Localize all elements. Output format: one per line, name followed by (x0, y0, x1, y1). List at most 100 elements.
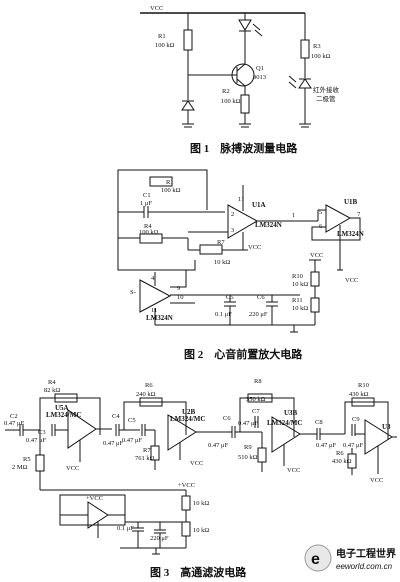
fig2-r1-label: R1 (166, 179, 174, 186)
fig3-u5a-vcc: VCC (66, 465, 79, 472)
fig3-c7-value: 0.47 μF (238, 420, 258, 427)
fig1-r1-label: R1 (158, 33, 166, 40)
fig3-bias-vcc: +VCC (178, 482, 195, 489)
fig2-pin: 3 (231, 227, 234, 234)
fig2-c5-value: 0.1 μF (215, 311, 232, 318)
fig3-u5a-opamp (67, 409, 97, 449)
fig3-r9-label: R9 (244, 444, 252, 451)
fig3-r6-value: 240 kΩ (136, 391, 156, 398)
fig3-r11-label: R6 (336, 450, 344, 457)
fig1-r2-resistor (240, 94, 250, 114)
fig2-u1a-chip: LM324N (255, 221, 282, 229)
fig3-r10-value: 430 kΩ (349, 391, 369, 398)
fig3-r4-label: R4 (48, 379, 56, 386)
fig3-r7-label: R7 (143, 447, 151, 454)
fig3-caption: 图 3 高通滤波电路 (150, 565, 247, 579)
fig2-pin: 7 (357, 211, 361, 218)
fig3-r5-value: 2 MΩ (12, 464, 28, 471)
fig3-c9-value: 0.47 μF (343, 442, 363, 449)
fig1-vcc-label: VCC (150, 5, 163, 12)
fig3-u5a-label: U5A (55, 404, 69, 412)
fig2-u1a-label: U1A (252, 201, 266, 209)
fig3-u3-vcc: VCC (370, 477, 383, 484)
fig2-r7-value: 10 kΩ (214, 259, 230, 266)
fig3-c6-label: C6 (223, 415, 231, 422)
fig2-u1b-label: U1B (344, 198, 358, 206)
fig2-r1-resistor (149, 176, 173, 187)
figure3-highpass-circuit: C2 0.47 μF R4 82 kΩ C3 0.47 μF U5A LM324… (4, 378, 397, 555)
fig3-c4-label: C4 (112, 413, 120, 420)
fig2-pin: 5 (319, 209, 322, 216)
fig3-r8-value: 350 kΩ (246, 396, 266, 403)
fig3-u2b-label: U3B (284, 409, 298, 417)
fig1-diode (181, 100, 195, 111)
fig2-r7-resistor (199, 244, 223, 255)
fig3-c3-label: C3 (38, 429, 46, 436)
fig2-pin: 4 (151, 275, 155, 282)
fig3-r8-label: R8 (254, 378, 262, 385)
fig2-r11-resistor (310, 297, 320, 313)
fig2-pin: 1 (292, 212, 295, 219)
fig3-r6-label: R6 (145, 382, 153, 389)
fig2-r11-value: 10 kΩ (292, 305, 308, 312)
fig3-c5-value: 0.47 μF (122, 437, 142, 444)
fig1-r3-label: R3 (313, 43, 321, 50)
fig3-r4-resistor (54, 393, 78, 403)
fig2-r10-resistor (310, 271, 320, 287)
fig1-ir-diode (298, 78, 312, 89)
fig3-r5-label: R5 (23, 456, 31, 463)
fig3-c8-label: C8 (315, 419, 323, 426)
fig3-r6-resistor (139, 397, 163, 407)
fig2-divider-vcc: VCC (310, 252, 323, 259)
fig2-u1b-vcc: VCC (345, 277, 358, 284)
fig2-pin: 11 (238, 196, 244, 203)
fig3-c2-value: 0.47 μF (4, 420, 24, 427)
fig3-c2-label: C2 (10, 413, 18, 420)
fig3-c8-value: 0.47 μF (316, 442, 336, 449)
fig3-bias-r1-resistor (181, 495, 191, 511)
eeworld-watermark-logo: e 电子工程世界 eeworld.com.cn (304, 544, 397, 572)
fig2-pin: 9 (177, 285, 180, 292)
fig1-r1-value: 100 kΩ (155, 42, 175, 49)
fig2-s-minus-label: S- (130, 289, 136, 296)
fig1-r2-value: 100 kΩ (221, 98, 241, 105)
fig3-u2a-label: U2B (182, 408, 196, 416)
fig3-r7-value: 761 kΩ (135, 455, 155, 462)
fig3-bias-r2-value: 10 kΩ (193, 527, 209, 534)
fig3-u2b-vcc: VCC (287, 467, 300, 474)
fig2-r1-value: 100 kΩ (161, 187, 181, 194)
fig3-r10-resistor (351, 397, 375, 407)
fig3-c7-label: C7 (252, 408, 260, 415)
fig2-caption: 图 2 心音前置放大电路 (184, 347, 303, 361)
watermark-url: eeworld.com.cn (336, 562, 393, 571)
fig3-c3-value: 0.47 μF (26, 437, 46, 444)
fig3-u2b-opamp (271, 416, 301, 453)
fig1-q1-label: Q1 (256, 65, 264, 72)
figure2-preamp-circuit: R1 100 kΩ C1 1 μF R4 100 kΩ 2 3 U1A LM32… (117, 169, 364, 333)
fig2-r4-label: R4 (144, 223, 152, 230)
fig2-r7-label: R7 (217, 239, 225, 246)
fig2-pin: 10 (177, 294, 184, 301)
fig1-led (238, 19, 252, 31)
fig3-u3-opamp (364, 419, 393, 455)
fig1-ir-label-2: 二极管 (316, 94, 336, 103)
fig3-r8-resistor (247, 393, 273, 403)
fig2-r10-label: R10 (292, 273, 303, 280)
fig2-u3-chip: LM324N (146, 314, 173, 322)
fig2-pin: 11 (151, 307, 157, 314)
fig2-u1b-chip: LM324N (337, 230, 364, 238)
fig3-bias-r2-resistor (181, 521, 191, 537)
fig3-c4-value: 0.47 μF (103, 440, 123, 447)
fig1-caption: 图 1 脉搏波测量电路 (190, 141, 298, 155)
fig3-r9-value: 510 kΩ (238, 454, 258, 461)
fig2-r4-value: 100 kΩ (139, 229, 159, 236)
fig3-r10-label: R10 (358, 382, 369, 389)
fig2-c6-value: 220 μF (249, 311, 268, 318)
watermark-brand: 电子工程世界 (336, 547, 396, 560)
fig2-pin: 2 (231, 211, 234, 218)
fig1-r1-resistor (183, 29, 193, 51)
fig3-bias-c2-value: 220 μF (150, 535, 169, 542)
fig2-c1-value: 1 μF (140, 200, 152, 207)
fig3-u2a-chip: LM324/MC (170, 415, 205, 423)
